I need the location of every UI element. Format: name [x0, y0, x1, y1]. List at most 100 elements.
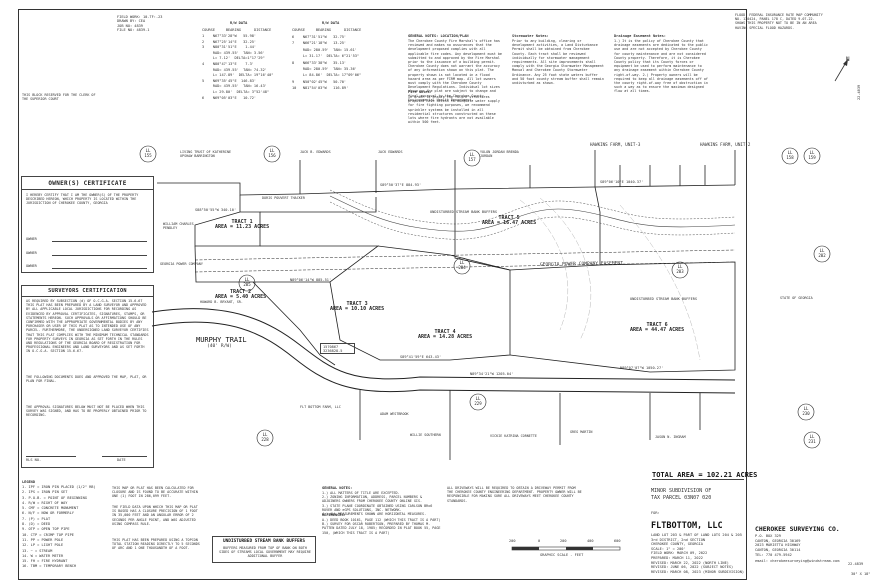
bearing-2: S89°06'10"E 1040.37': [600, 180, 644, 184]
sheet-size: 30" X 18": [851, 572, 871, 576]
surveyor-certificate: SURVEYORS CERTIFICATION AS REQUIRED BY S…: [21, 285, 154, 468]
file-block: FIELD WORK: 10-TF:-23 DRAWN BY: CEA JOB …: [117, 15, 163, 32]
rw-row: RAD= 439.55' TAN= 16.43': [202, 84, 267, 89]
land-lot-line: SCALE: 1" = 200': [651, 546, 686, 551]
rw-row: L= 84.86' DELTA= 17°09'06": [292, 73, 362, 78]
land-lot-label: LL 157: [468, 152, 476, 162]
rw-row: 6 N69°05'03"E 10.72': [202, 95, 257, 100]
rw-table-2: 6 N67°31'51"W 32.75'7 N66°21'18"W 13.25'…: [292, 34, 361, 92]
land-lot-label: LL 230: [802, 406, 810, 416]
fire-notes-title: Fire Notes:: [408, 90, 432, 94]
legend-item: 16. TBM = TEMPORARY BENCH: [22, 564, 77, 569]
gen-notes-title: GENERAL NOTES:: [322, 486, 353, 490]
murphy-trail-label: MURPHY TRAIL: [196, 336, 247, 344]
land-lot-circle: [238, 274, 256, 292]
rls-no-label: RLS NO.: [26, 458, 42, 462]
tract-2-label: TRACT 2 AREA = 5.40 ACRES: [215, 289, 267, 300]
equipment-text: THIS PLAT HAS BEEN PREPARED USING A TOPC…: [112, 538, 200, 551]
land-lot-circle: [803, 431, 821, 449]
company-info-line: 2023 MARIETTA HIGHWAY: [755, 543, 801, 548]
owner-label-8: FLT BOTTOM FARM, LLC: [300, 405, 341, 409]
rw-row: RAD= 439.55' TAN= 74.32': [202, 67, 267, 72]
legend-item: 12. LP = LIGHT POLE: [22, 543, 64, 548]
land-lot-circle: [781, 147, 799, 165]
owner-text: I HEREBY CERTIFY THAT I AM THE OWNER(S) …: [26, 193, 139, 206]
legend-item: 3. P.O.B. = POINT OF BEGINNING: [22, 495, 87, 500]
rw-row: 10 N81°54'03"W 116.89': [292, 86, 349, 91]
land-lot-info: LAND LOT 203 & PART OF LAND LOTS 204 & 2…: [651, 533, 744, 574]
flood-note: FLOOD: FEDERAL INSURANCE RATE MAP COMMUN…: [735, 13, 823, 30]
driveway-notes: ALL DRIVEWAYS WILL BE REQUIRED TO OBTAIN…: [447, 486, 582, 503]
owner-label-11: VICKIE KATRINA CORNETTE: [490, 434, 537, 438]
reference-item: B.) SURVEY FOR OSCAR ROBERTSON, PREPARED…: [322, 522, 441, 535]
rw-row: 5 N69°35'45"E 146.83': [202, 78, 257, 83]
rw-cols-1: COURSE BEARING DISTANCE: [202, 28, 272, 32]
rw-title-1: R/W DATA: [230, 21, 248, 25]
scale-tick-4: 400: [587, 539, 594, 543]
surveyor-extra: THE FOLLOWING DOCUMENTS DOES AND APPROVE…: [26, 375, 147, 384]
owner-label-10: WILLIE SOUTHERN: [410, 433, 441, 437]
rw-row: L= 29.80' DELTA= 3°52'48": [202, 89, 270, 94]
owner-line-1: OWNER: [26, 237, 37, 241]
owner-line-3: OWNER: [26, 264, 37, 268]
stormwater-notes: Prior to any building, clearing or devel…: [512, 39, 604, 86]
scale-tick-2: 0: [538, 539, 541, 543]
stream-box-title: UNDISTURBED STREAM BANK BUFFERS: [223, 539, 305, 544]
legend-title: LEGEND: [22, 480, 35, 484]
land-lot-line: FIELD WORK: MARCH 09, 2022: [651, 551, 708, 556]
rw-title-2: R/W DATA: [322, 21, 340, 25]
company-info-line: TEL: 770 479-5942: [755, 552, 792, 557]
rw-row: RAD= 280.59' TAN= 15.61': [292, 47, 357, 52]
land-lot-label: LL 202: [818, 248, 826, 258]
land-lot-circle: [139, 145, 157, 163]
land-lot-circle: [453, 257, 471, 275]
for-label: FOR:: [651, 511, 660, 515]
legend-item: 8. (D) = DEED: [22, 522, 51, 527]
rw-row: 7 N66°21'18"W 13.25': [292, 41, 347, 46]
land-lot-circle: [256, 429, 274, 447]
date-label: DATE: [117, 458, 126, 462]
land-lot-label: LL 228: [261, 432, 269, 442]
company-name: CHEROKEE SURVEYING CO.: [755, 525, 840, 533]
company-info-line: CANTON, GEORGIA 30169: [755, 538, 801, 543]
legend-item: 15. FH = FIRE HYDRANT: [22, 559, 68, 564]
owner-label-9: ADAM WESTBROOK: [380, 412, 409, 416]
stream-box-text: BUFFERS MEASURED FROM TOP OF BANK ON BOT…: [219, 546, 311, 559]
parcel-chip: 1570867 3236828-5: [320, 343, 355, 354]
owner-label-3: JACK EDWARDS: [378, 150, 403, 154]
tract-6-label: TRACT 6 AREA = 44.47 ACRES: [630, 322, 685, 333]
stormwater-title: Stormwater Notes:: [512, 34, 549, 38]
land-lot-circle: [263, 145, 281, 163]
gen-note: 1.) ALL MATTERS OF TITLE ARE EXCEPTED.: [322, 491, 400, 495]
legend-item: 6. N/F = NOW OR FORMERLY: [22, 511, 74, 516]
legend-item: 9. OTP = OPEN TOP PIPE: [22, 527, 70, 532]
closure-text: THIS MAP OR PLAT HAS BEEN CALCULATED FOR…: [112, 486, 198, 499]
hawkins-unit-2: HAWKINS FARM, UNIT-2: [700, 142, 751, 147]
company-email: email: cherokeesurveying@windstream.com: [755, 559, 840, 563]
approval-text: THE APPROVAL SIGNATURES BELOW MUST NOT B…: [26, 405, 147, 418]
tract-4-label: TRACT 4 AREA = 14.28 ACRES: [418, 329, 473, 340]
surveyor-text: AS REQUIRED BY SUBSECTION (d) OF O.C.G.A…: [26, 299, 149, 354]
murphy-rw-label: (40' R/W): [207, 344, 232, 349]
sheet-id: 22-4839: [848, 562, 864, 566]
owner-certificate: OWNER(S) CERTIFICATE I HEREBY CERTIFY TH…: [21, 176, 154, 273]
land-lot-label: LL 205: [243, 277, 251, 287]
field-text: THE FIELD DATA UPON WHICH THIS MAP OR PL…: [112, 505, 198, 526]
owner-title: OWNER(S) CERTIFICATE: [48, 180, 127, 187]
tract-5-label: TRACT 5 AREA = 16.47 ACRES: [482, 215, 537, 226]
rw-row: L= 147.89' DELTA= 19°16'40": [202, 73, 274, 78]
land-lot-circle: [813, 245, 831, 263]
bearing-4: N89°07'07"W 1050.27': [620, 366, 664, 370]
scale-label: GRAPHIC SCALE - FEET: [540, 553, 584, 557]
gen-note: 4.) ALL MEASUREMENTS SHOWN ARE HORIZONTA…: [322, 512, 427, 517]
owner-label-13: JASON N. INGRAM: [655, 435, 686, 439]
gen-note: 3.) STATE PLANE COORDINATE OBTAINED USIN…: [322, 503, 433, 512]
gen-notes: 1.) ALL MATTERS OF TITLE ARE EXCEPTED.2.…: [322, 491, 442, 516]
owner-label-12: GREG MARTIN: [570, 430, 593, 434]
legend-item: 13. ~ = STREAM: [22, 548, 53, 553]
legend-item: 1. IPF = IRON PIN PLACED (1/2" RB): [22, 485, 96, 489]
land-lot-circle: [803, 147, 821, 165]
ref-title: REFERENCES:: [322, 513, 346, 517]
legend-item: 14. W = WATER METER: [22, 553, 64, 558]
